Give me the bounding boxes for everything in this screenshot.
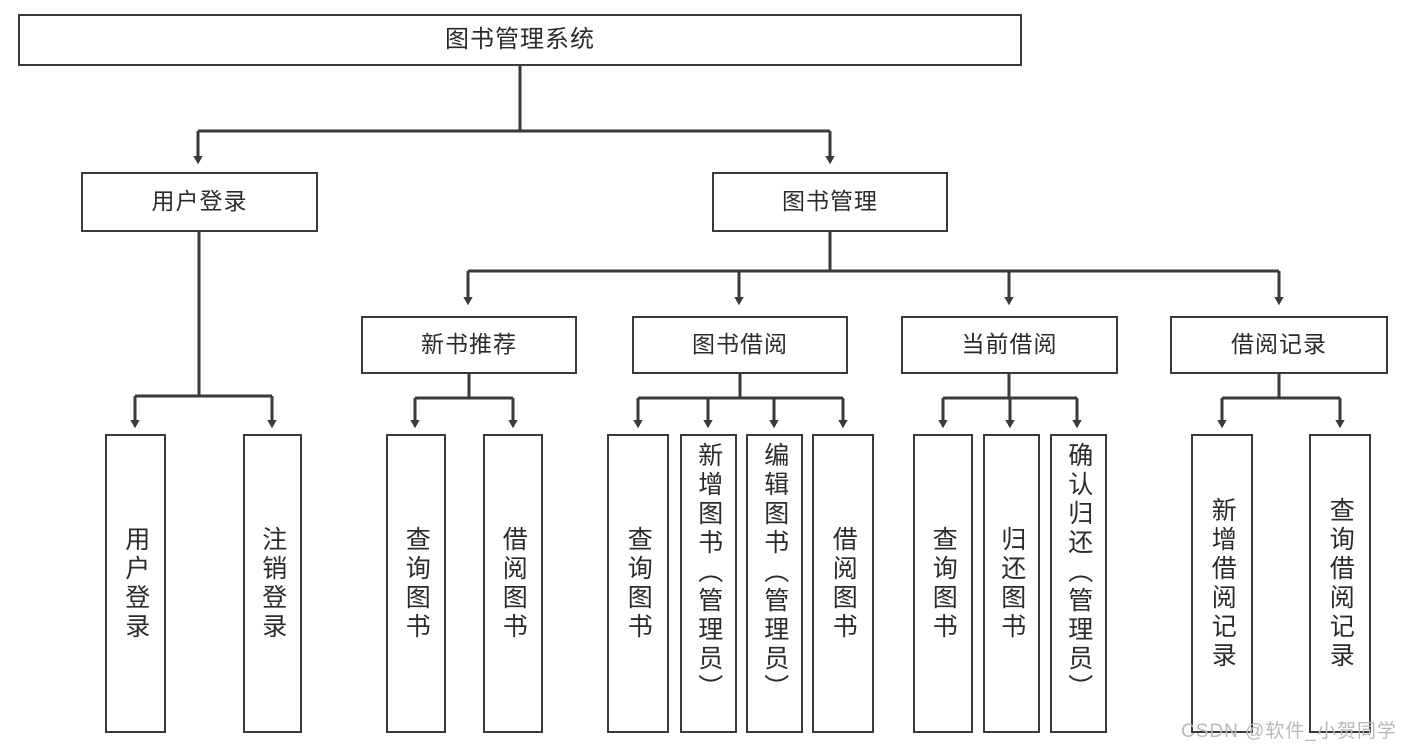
node-label: 新增借阅记录 (1208, 496, 1237, 671)
leaf-user-login[interactable]: 用户登录 (105, 434, 166, 733)
node-label: 借阅图书 (829, 525, 858, 642)
node-current-borrow[interactable]: 当前借阅 (901, 316, 1118, 374)
node-borrow-record[interactable]: 借阅记录 (1170, 316, 1388, 374)
leaf-query-book-3[interactable]: 查询图书 (913, 434, 973, 733)
leaf-query-book-2[interactable]: 查询图书 (607, 434, 669, 733)
node-label: 新增图书（管理员） (694, 442, 723, 703)
node-label: 编辑图书（管理员） (760, 442, 789, 703)
node-label: 注销登录 (258, 525, 287, 642)
node-label: 归还图书 (997, 525, 1026, 642)
node-label: 查询图书 (624, 525, 653, 642)
leaf-add-book[interactable]: 新增图书（管理员） (680, 434, 737, 733)
node-root-system[interactable]: 图书管理系统 (18, 14, 1022, 66)
leaf-borrow-book-2[interactable]: 借阅图书 (812, 434, 874, 733)
node-label: 查询图书 (402, 525, 431, 642)
leaf-query-record[interactable]: 查询借阅记录 (1309, 434, 1371, 733)
node-label: 查询图书 (929, 525, 958, 642)
leaf-borrow-book-1[interactable]: 借阅图书 (483, 434, 543, 733)
node-label: 图书管理系统 (445, 25, 595, 53)
watermark-text: CSDN @软件_小贺同学 (1181, 721, 1397, 742)
node-new-book-recommend[interactable]: 新书推荐 (361, 316, 577, 374)
node-label: 用户登录 (121, 525, 150, 642)
leaf-edit-book[interactable]: 编辑图书（管理员） (746, 434, 803, 733)
leaf-confirm-return[interactable]: 确认归还（管理员） (1050, 434, 1107, 733)
node-label: 借阅记录 (1231, 331, 1327, 358)
node-label: 查询借阅记录 (1326, 496, 1355, 671)
leaf-return-book[interactable]: 归还图书 (983, 434, 1040, 733)
leaf-add-record[interactable]: 新增借阅记录 (1191, 434, 1253, 733)
node-book-manage[interactable]: 图书管理 (712, 172, 948, 232)
node-book-borrow[interactable]: 图书借阅 (632, 316, 848, 374)
node-label: 确认归还（管理员） (1064, 442, 1093, 703)
node-label: 借阅图书 (499, 525, 528, 642)
node-label: 图书借阅 (692, 331, 788, 358)
node-user-login[interactable]: 用户登录 (81, 172, 318, 232)
leaf-logout[interactable]: 注销登录 (243, 434, 302, 733)
leaf-query-book-1[interactable]: 查询图书 (386, 434, 446, 733)
node-label: 新书推荐 (421, 331, 517, 358)
node-label: 当前借阅 (961, 331, 1058, 358)
node-label: 用户登录 (151, 188, 248, 215)
node-label: 图书管理 (782, 188, 878, 215)
